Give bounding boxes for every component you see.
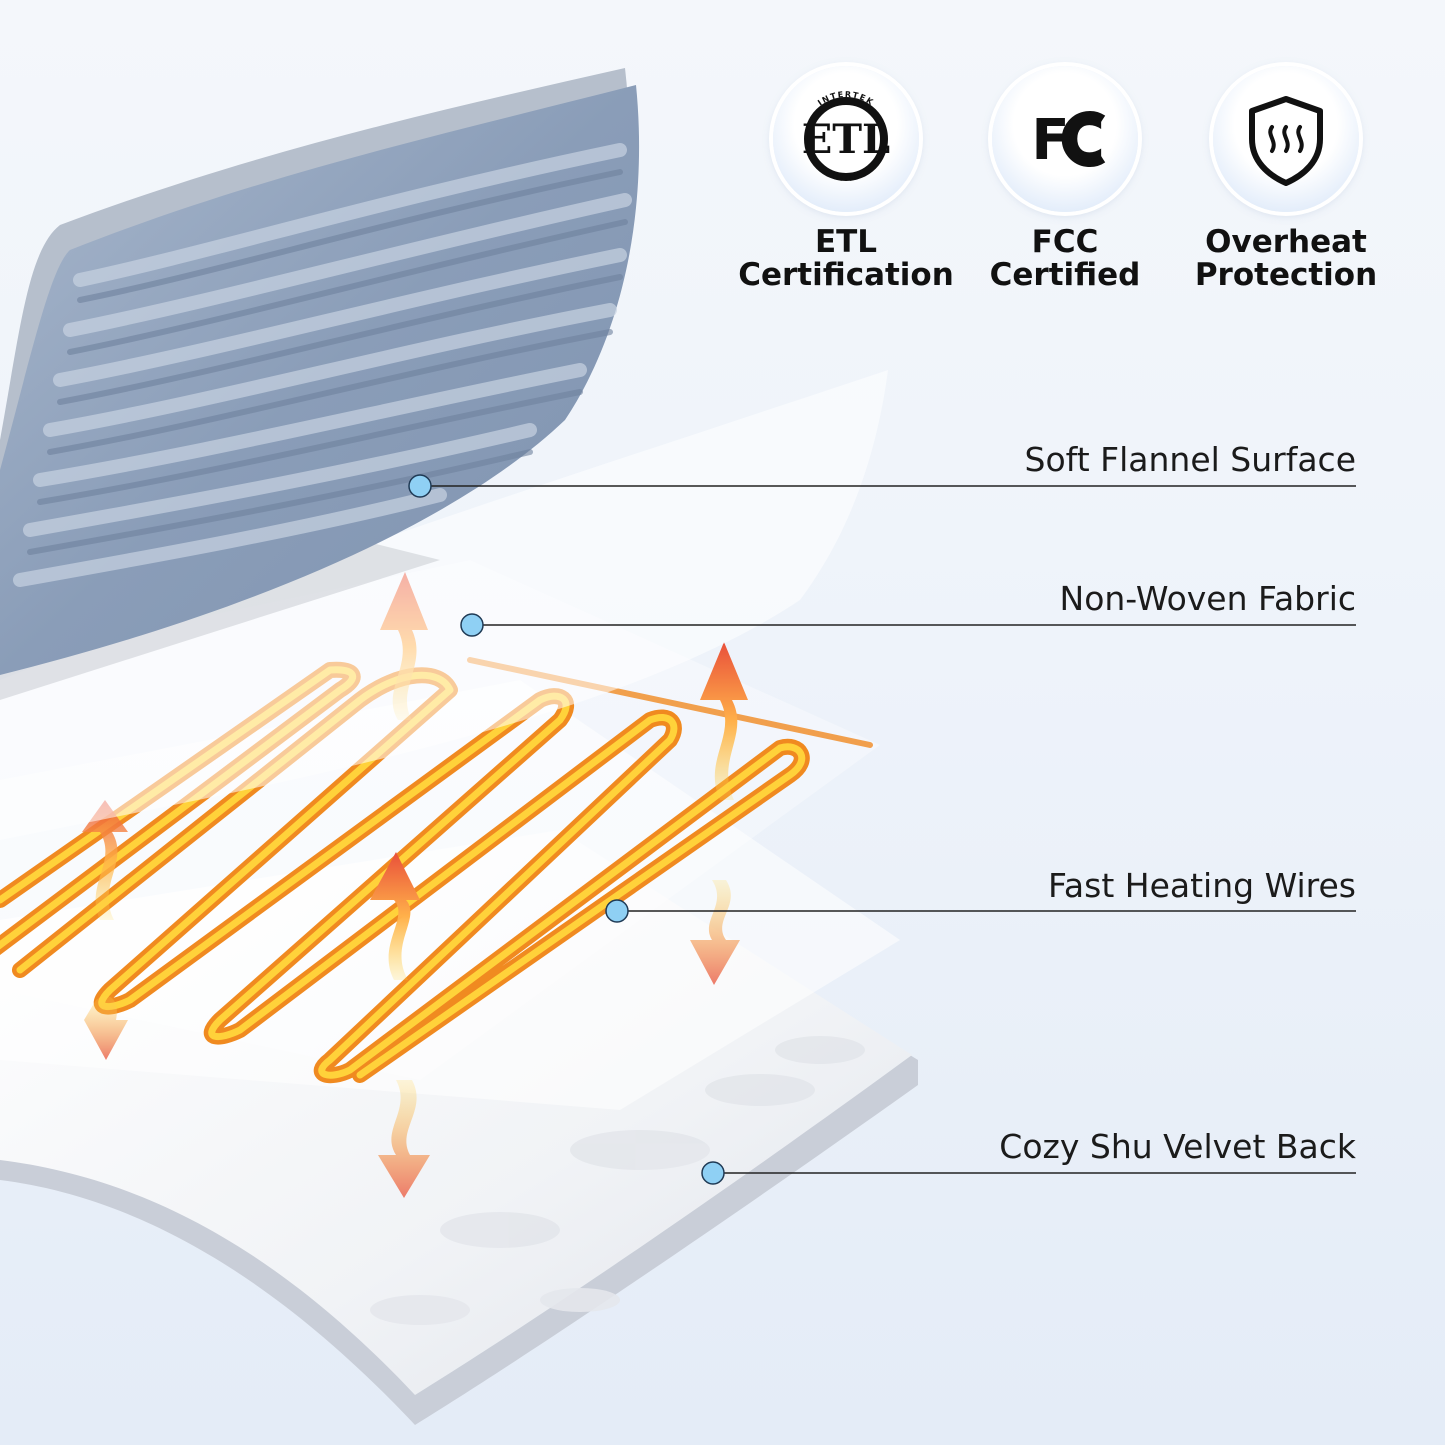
fcc-logo-icon: FC [1031,108,1107,173]
marker-dot [408,474,432,498]
badge-label-line2: Protection [1194,257,1378,293]
flannel-surface-layer [0,68,640,675]
badge-label: Overheat Protection [1176,226,1396,292]
label-fast-heating-wires: Fast Heating Wires [1047,866,1356,905]
etl-ring-bottom-text: LISTED [830,172,860,183]
badge-label-line1: ETL [814,224,878,260]
badge-label: FCC Certified [955,226,1175,292]
marker-dot [605,899,629,923]
marker-dot [701,1161,725,1185]
label-cozy-shu-velvet-back: Cozy Shu Velvet Back [999,1127,1356,1166]
badge-label-line1: FCC [1031,224,1099,260]
label-soft-flannel-surface: Soft Flannel Surface [1024,440,1356,479]
callout-heating-wires [605,899,1356,923]
badge-circle: FC [992,66,1138,212]
badge-label-line2: Certified [989,257,1141,293]
badge-fcc: FC FCC Certified [955,66,1175,292]
etl-logo-text: ETL [802,116,890,163]
badge-label: ETL Certification [736,226,956,292]
badge-etl: INTERTEK LISTED ETL ETL Certification [736,66,956,292]
badge-circle [1213,66,1359,212]
svg-text:LISTED: LISTED [830,172,861,183]
shield-heat-icon [1249,96,1323,186]
badge-label-line2: Certification [738,257,954,293]
callout-non-woven [460,613,1356,637]
label-non-woven-fabric: Non-Woven Fabric [1059,579,1356,618]
etl-logo-icon: INTERTEK LISTED ETL [802,90,890,183]
non-woven-sheet [0,370,888,840]
badge-overheat: Overheat Protection [1176,66,1396,292]
marker-dot [460,613,484,637]
badge-circle: INTERTEK LISTED ETL [773,66,919,212]
callout-velvet-back [701,1161,1356,1185]
badge-label-line1: Overheat [1205,224,1367,260]
callout-flannel [408,474,1356,498]
